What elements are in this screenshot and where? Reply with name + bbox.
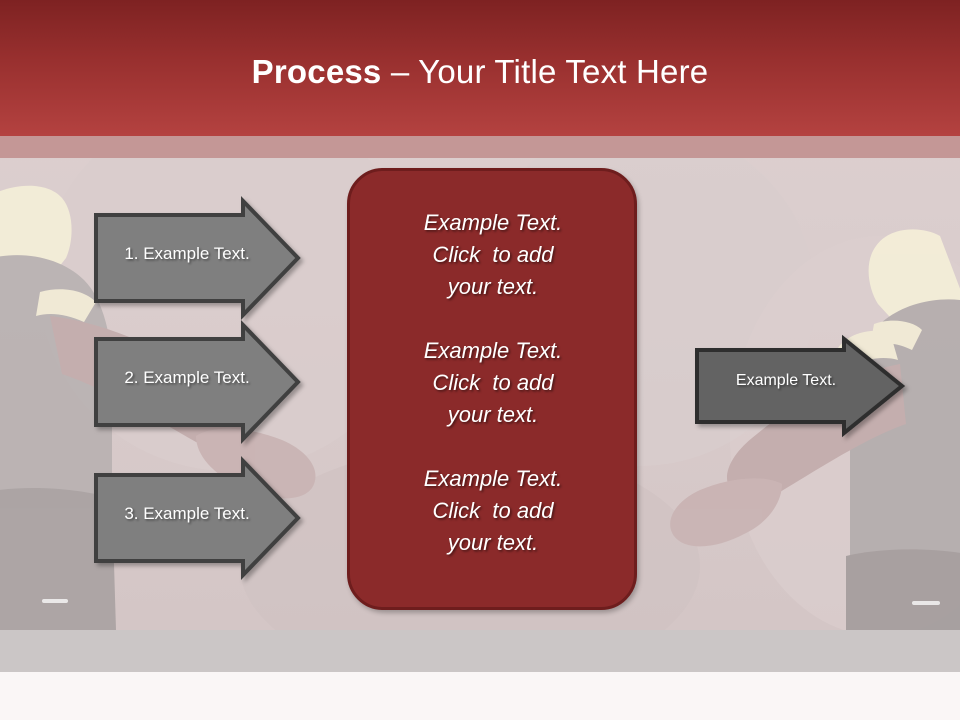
input-arrow-1[interactable]: 1. Example Text. xyxy=(93,196,303,320)
process-box-text: Example Text. Click to add your text. Ex… xyxy=(372,207,614,559)
process-paragraph-3: Example Text. Click to add your text. xyxy=(423,466,563,555)
title-strong: Process xyxy=(251,53,382,90)
process-paragraph-1: Example Text. Click to add your text. xyxy=(423,210,563,299)
process-paragraph-2: Example Text. Click to add your text. xyxy=(423,338,563,427)
title-rest: – Your Title Text Here xyxy=(381,53,709,90)
page-title: Process – Your Title Text Here xyxy=(0,52,960,92)
input-arrow-2[interactable]: 2. Example Text. xyxy=(93,320,303,444)
input-arrow-3-label: 3. Example Text. xyxy=(124,504,250,523)
process-box[interactable]: Example Text. Click to add your text. Ex… xyxy=(347,168,637,610)
title-underline xyxy=(0,136,960,158)
output-arrow[interactable]: Example Text. xyxy=(694,334,909,438)
bottom-band xyxy=(0,630,960,672)
input-arrow-3[interactable]: 3. Example Text. xyxy=(93,456,303,580)
output-arrow-label: Example Text. xyxy=(735,372,837,389)
title-bar xyxy=(0,0,960,136)
input-arrow-2-label: 2. Example Text. xyxy=(124,368,250,387)
footer-area xyxy=(0,672,960,720)
input-arrow-1-label: 1. Example Text. xyxy=(124,244,250,263)
